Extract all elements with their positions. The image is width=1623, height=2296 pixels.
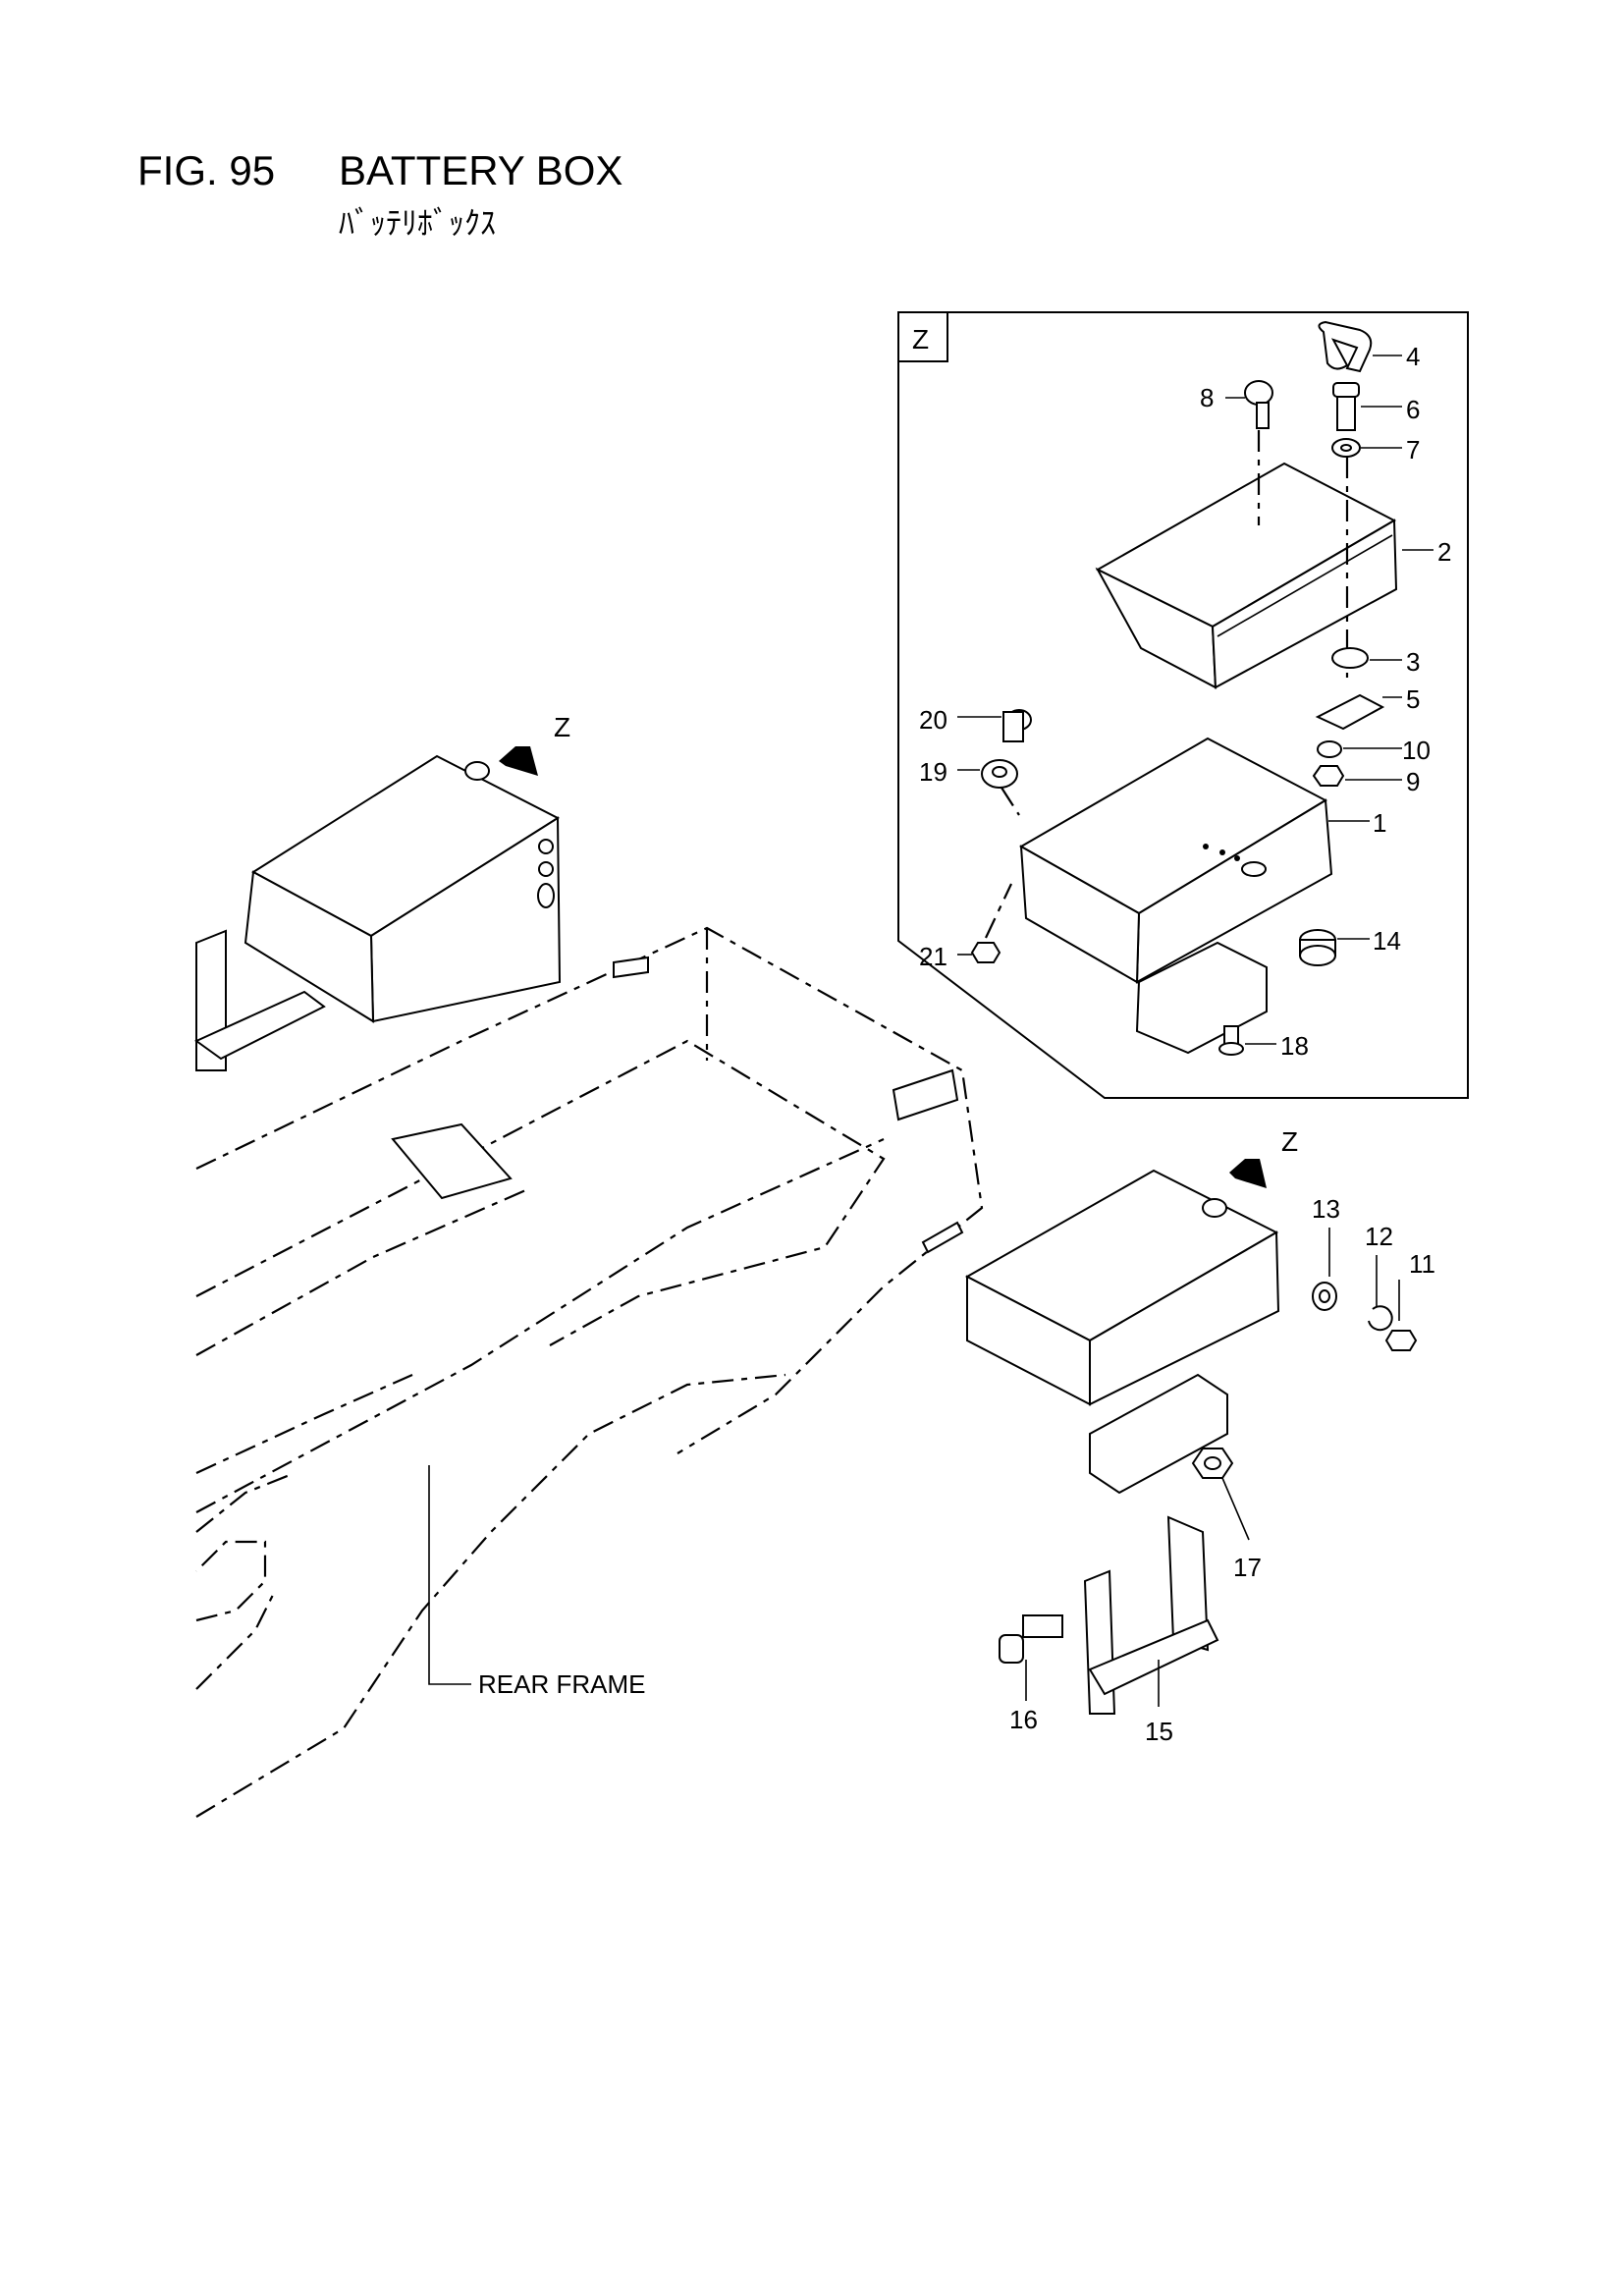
callout-20: 20 bbox=[919, 705, 947, 735]
rear-frame-label: REAR FRAME bbox=[478, 1669, 645, 1699]
figure-title: BATTERY BOX bbox=[339, 147, 623, 193]
callout-10: 10 bbox=[1402, 736, 1431, 765]
callout-7: 7 bbox=[1406, 435, 1420, 465]
callout-5: 5 bbox=[1406, 684, 1420, 714]
callout-9: 9 bbox=[1406, 767, 1420, 796]
callout-13: 13 bbox=[1312, 1194, 1340, 1224]
callout-2: 2 bbox=[1437, 537, 1451, 567]
main-view: Z Z bbox=[194, 712, 1435, 1818]
callout-4: 4 bbox=[1406, 342, 1420, 371]
callout-19: 19 bbox=[919, 757, 947, 787]
callout-1: 1 bbox=[1373, 808, 1386, 838]
callout-3: 3 bbox=[1406, 647, 1420, 677]
callout-8: 8 bbox=[1200, 383, 1214, 412]
view-marker-z-right: Z bbox=[1281, 1126, 1298, 1157]
detail-view-label: Z bbox=[912, 324, 929, 355]
callout-14: 14 bbox=[1373, 926, 1401, 956]
view-arrow-z-right bbox=[1229, 1159, 1267, 1188]
callout-18: 18 bbox=[1280, 1031, 1309, 1061]
figure-title-japanese: ﾊﾞｯﾃﾘﾎﾞｯｸｽ bbox=[339, 204, 497, 242]
callout-16: 16 bbox=[1009, 1705, 1038, 1734]
callout-17: 17 bbox=[1233, 1553, 1262, 1582]
callout-11: 11 bbox=[1409, 1249, 1435, 1279]
callout-12: 12 bbox=[1365, 1222, 1393, 1251]
callout-21: 21 bbox=[919, 942, 947, 971]
detail-view-z: Z bbox=[897, 311, 1469, 1099]
view-arrow-z-left bbox=[499, 746, 538, 776]
callout-6: 6 bbox=[1406, 395, 1420, 424]
view-marker-z-left: Z bbox=[554, 712, 570, 742]
callout-15: 15 bbox=[1145, 1717, 1173, 1746]
figure-number: FIG. 95 bbox=[137, 147, 276, 193]
